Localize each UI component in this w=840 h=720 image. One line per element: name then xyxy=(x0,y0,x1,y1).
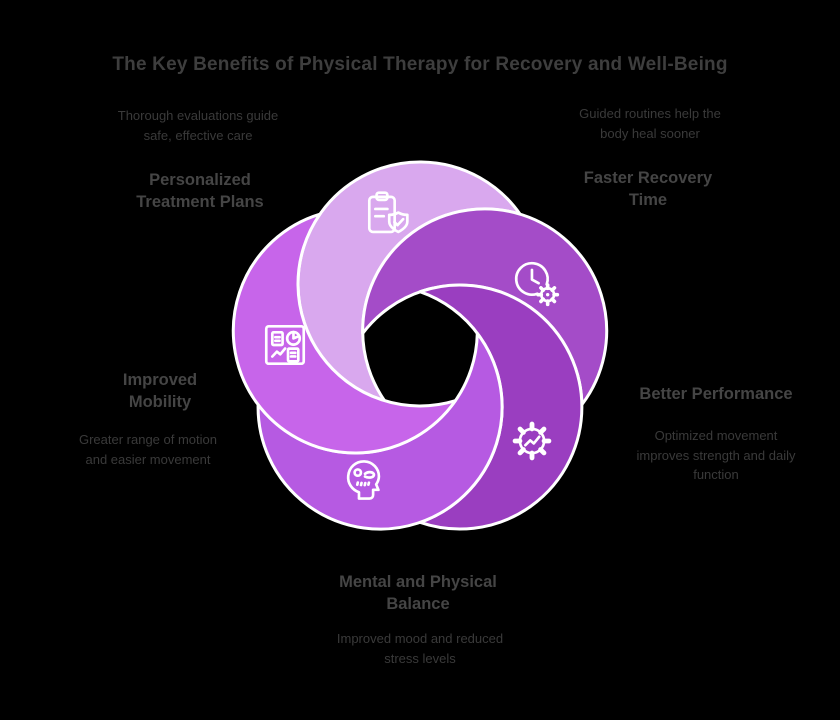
item-left-title: Improved Mobility xyxy=(122,371,198,411)
item-right-description: Optimized movement improves strength and… xyxy=(636,428,796,482)
clock-gear-icon xyxy=(509,256,567,314)
item-top-left-title: Personalized Treatment Plans xyxy=(136,171,264,211)
item-bottom-title: Mental and Physical Balance xyxy=(339,573,497,613)
dashboard-report-icon xyxy=(256,316,314,374)
item-left-description: Greater range of motion and easier movem… xyxy=(78,432,218,467)
item-top-right-title: Faster Recovery Time xyxy=(583,169,713,209)
head-profile-icon xyxy=(333,449,391,507)
page-title: The Key Benefits of Physical Therapy for… xyxy=(112,54,728,75)
gear-chart-icon xyxy=(503,412,561,470)
item-right-title: Better Performance xyxy=(639,385,793,403)
item-top-right-description: Guided routines help the body heal soone… xyxy=(579,106,721,141)
item-bottom-description: Improved mood and reduced stress levels xyxy=(336,631,504,666)
petal-left xyxy=(231,212,457,455)
item-top-left-description: Thorough evaluations guide safe, effecti… xyxy=(117,108,279,143)
clipboard-shield-check-icon xyxy=(356,186,414,244)
